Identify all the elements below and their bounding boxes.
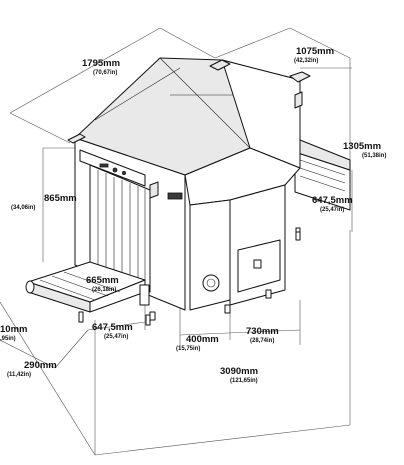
tunnel-opening [89, 164, 151, 293]
label-290in: (11,42in) [7, 372, 31, 378]
label-1075mm: 1075mm [296, 46, 334, 57]
label-730mm: 730mm [246, 326, 279, 337]
label-865in: (34,06in) [11, 205, 35, 211]
label-865mm: 865mm [44, 193, 77, 204]
label-1075in: (42,32in) [294, 58, 318, 64]
label-1795in: (70,67in) [93, 70, 117, 76]
side-panel [189, 199, 231, 311]
label-647-right-mm: 647,5mm [312, 195, 353, 206]
label-647-front-in: (25,47in) [104, 334, 128, 340]
fan-vent-icon [202, 274, 220, 292]
label-10in: ,95in) [0, 336, 16, 342]
label-3090mm: 3090mm [220, 366, 258, 377]
label-290mm: 290mm [24, 360, 57, 371]
label-647-front-mm: 647,5mm [92, 322, 133, 333]
label-400mm: 400mm [186, 334, 219, 345]
dimension-labels: 1795mm (70,67in) 1075mm (42,32in) 1305mm… [0, 46, 386, 384]
lead-curtain [97, 170, 146, 290]
label-3090in: (121,65in) [230, 378, 258, 384]
label-665in: (26,18in) [92, 287, 116, 293]
label-1305in: (51,38in) [362, 153, 386, 159]
right-conveyor [294, 139, 351, 239]
label-730in: (28,74in) [250, 338, 274, 344]
label-665mm: 665mm [86, 275, 119, 286]
label-1305mm: 1305mm [343, 141, 381, 152]
label-400in: (15,75in) [176, 346, 200, 352]
front-conveyor [25, 261, 151, 326]
label-10mm: 10mm [0, 324, 27, 335]
label-1795mm: 1795mm [82, 58, 120, 69]
label-647-right-in: (25,47in) [320, 207, 344, 213]
control-panel [79, 149, 146, 187]
dimension-lines [0, 27, 353, 456]
